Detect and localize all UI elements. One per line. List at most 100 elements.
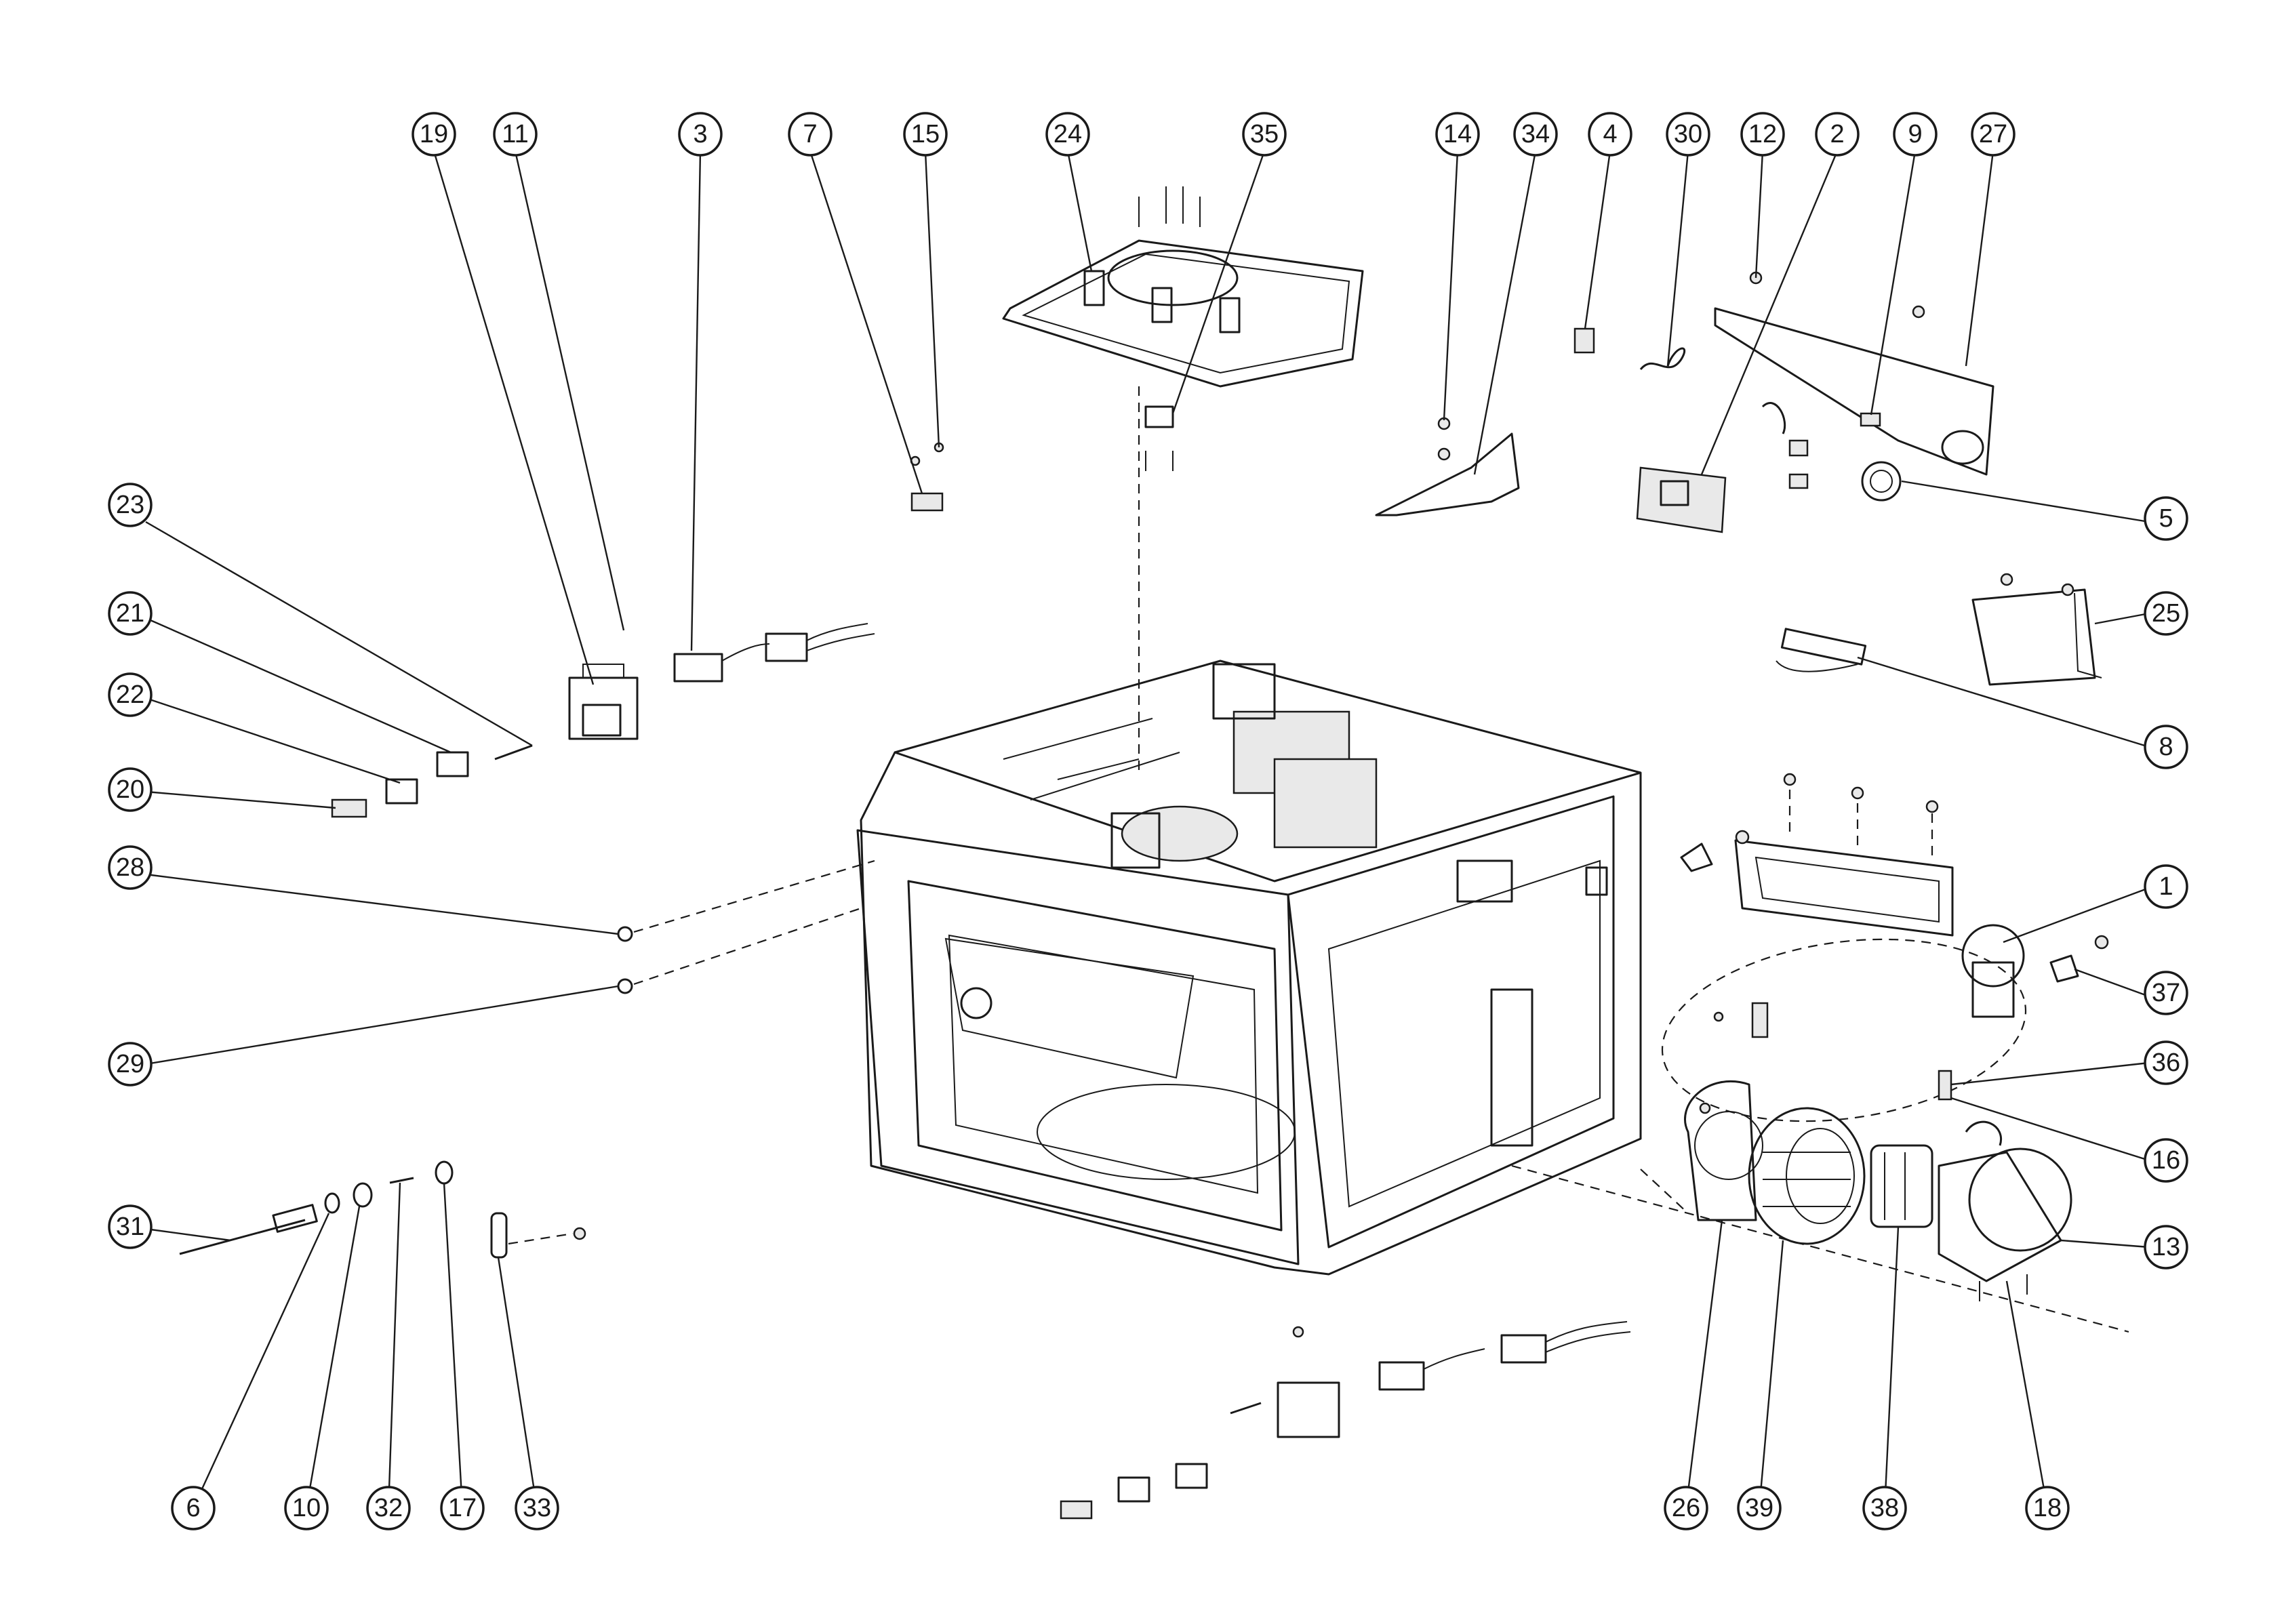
svg-text:19: 19 [420,120,448,148]
svg-text:24: 24 [1054,120,1082,148]
control-board-2-part [1636,466,1727,533]
svg-text:27: 27 [1979,120,2007,148]
callout-8: 8 [2144,725,2188,769]
assembly-guide-line [633,859,875,933]
callout-5: 5 [2144,496,2188,541]
detail-group-outline [1661,938,2027,1122]
air-guide-34-part [1375,417,1520,516]
heater-8-part [1776,628,1867,672]
svg-text:8: 8 [2159,733,2173,761]
svg-text:34: 34 [1521,120,1550,148]
switch-20-part [331,798,367,818]
callout-15: 15 [903,112,948,157]
callout-20: 20 [108,767,153,812]
svg-text:33: 33 [523,1494,551,1522]
svg-text:39: 39 [1745,1494,1773,1522]
oven-cavity-assembly [856,659,1642,1276]
svg-text:23: 23 [116,491,144,519]
svg-text:25: 25 [2152,599,2180,628]
switch-22-part [385,778,418,805]
bracket-37-part [2049,935,2109,983]
callout-14: 14 [1435,112,1480,157]
callout-37: 37 [2144,971,2188,1015]
callout-32: 32 [366,1486,411,1530]
svg-text:15: 15 [911,120,940,148]
svg-text:26: 26 [1672,1494,1700,1522]
callout-7: 7 [788,112,833,157]
svg-text:22: 22 [116,681,144,709]
svg-text:16: 16 [2152,1146,2180,1175]
assembly-guide-line [1640,1169,1689,1214]
svg-text:5: 5 [2159,504,2173,533]
callout-26: 26 [1664,1486,1708,1530]
motor-38-part [1870,1144,1933,1228]
motor-frame-18-part [1938,1120,2072,1301]
callout-36: 36 [2144,1040,2188,1085]
mounting-plate-27-part [1714,271,1994,489]
callout-11: 11 [493,112,538,157]
callout-2: 2 [1815,112,1860,157]
switch-21-part [436,751,469,777]
fan-housing-26-part [1684,1080,1763,1221]
screws-28-29-part [617,926,633,994]
assembly-guide-line [633,907,862,986]
svg-text:35: 35 [1250,120,1279,148]
callout-13: 13 [2144,1225,2188,1270]
svg-text:2: 2 [1830,120,1844,148]
svg-text:20: 20 [116,775,144,804]
bracket-35-part [1144,405,1174,471]
svg-text:13: 13 [2152,1233,2180,1261]
callout-6: 6 [171,1486,216,1530]
callout-29: 29 [108,1042,153,1087]
callout-9: 9 [1893,112,1938,157]
callout-35: 35 [1242,112,1287,157]
cross-flow-fan-1-part [1680,773,2025,1018]
door-switch-19-part [568,664,639,740]
capacitor-5-part [1861,461,1902,502]
svg-text:18: 18 [2033,1494,2062,1522]
callout-33: 33 [515,1486,559,1530]
svg-text:29: 29 [116,1050,144,1078]
svg-text:17: 17 [448,1494,477,1522]
bottom-switch-set-part [1060,1321,1631,1520]
svg-text:12: 12 [1748,120,1777,148]
svg-text:10: 10 [292,1494,321,1522]
svg-text:31: 31 [116,1213,144,1241]
svg-text:6: 6 [186,1494,200,1522]
callout-31: 31 [108,1204,153,1249]
svg-text:1: 1 [2159,872,2173,901]
callout-25: 25 [2144,591,2188,636]
svg-text:21: 21 [116,599,144,628]
callout-27: 27 [1971,112,2016,157]
wire-30-part [1639,347,1686,371]
svg-text:37: 37 [2152,979,2180,1007]
latch-7-part [910,442,944,512]
callout-17: 17 [440,1486,485,1530]
callout-4: 4 [1588,112,1632,157]
callout-30: 30 [1666,112,1710,157]
callout-18: 18 [2025,1486,2070,1530]
bracket-25-part [1971,573,2102,686]
shaft-assembly-part [179,1160,586,1259]
svg-text:9: 9 [1908,120,1922,148]
callout-24: 24 [1045,112,1090,157]
svg-text:11: 11 [502,120,528,148]
callout-22: 22 [108,672,153,717]
callout-10: 10 [284,1486,329,1530]
callout-3: 3 [678,112,723,157]
svg-text:32: 32 [374,1494,403,1522]
callout-34: 34 [1513,112,1558,157]
assembly-guide-line [1511,1164,2129,1333]
svg-text:38: 38 [1870,1494,1899,1522]
svg-text:4: 4 [1603,120,1617,148]
assembly-guide-line [508,1232,574,1245]
callout-21: 21 [108,591,153,636]
callout-38: 38 [1862,1486,1907,1530]
leader-lines [145,150,2150,1509]
callout-23: 23 [108,483,153,527]
fan-blade-39-part [1748,1107,1866,1245]
svg-text:36: 36 [2152,1049,2180,1077]
svg-text:30: 30 [1674,120,1702,148]
callout-19: 19 [412,112,456,157]
